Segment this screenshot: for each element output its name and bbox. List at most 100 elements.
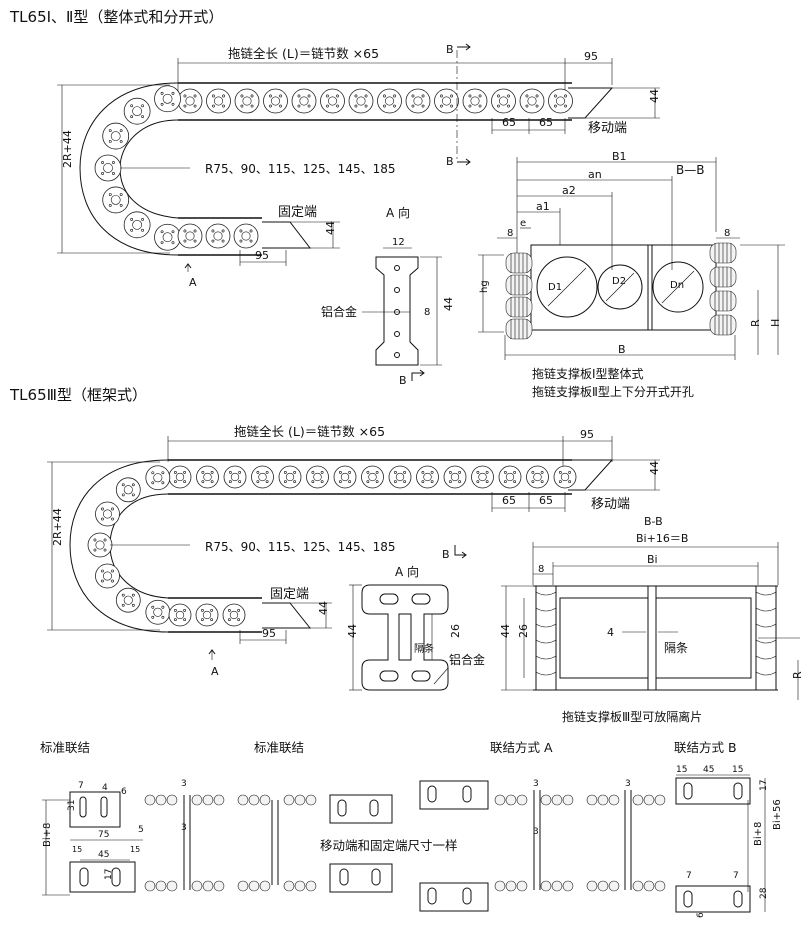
s2-a-view-frame (361, 584, 449, 691)
s1-a-view-bracket (375, 256, 419, 366)
s2-bb-bi16: Bi+16＝B (636, 532, 688, 545)
chain-link (145, 465, 171, 491)
chain-link (233, 223, 259, 249)
side-plate (535, 585, 557, 691)
link-bead (166, 880, 178, 892)
s2-dim-44-bottom: 44 (317, 601, 330, 615)
chain-link (95, 501, 120, 527)
link-bead (155, 880, 167, 892)
s1-bb-R: R (749, 319, 762, 327)
s1-bb-hole-d2 (597, 264, 643, 310)
std-connection-1: Bi+8 7 4 6 31 5 75 15 45 15 17 3 3 (42, 779, 191, 896)
d1-4: 4 (102, 783, 108, 793)
link-bead (505, 794, 517, 806)
chain-link (123, 211, 151, 239)
link-bead (586, 880, 598, 892)
chain-link (168, 603, 192, 627)
link-bead (237, 880, 249, 892)
d1-bi8: Bi+8 (42, 823, 53, 847)
chain-link (333, 465, 357, 489)
db-7a: 7 (686, 871, 692, 881)
chain-link (471, 465, 494, 489)
connection-a: 3 3 (419, 779, 541, 912)
s2-bb-R: R (791, 671, 804, 679)
s1-view-a-12: 12 (392, 237, 405, 248)
da-3b: 3 (533, 827, 539, 837)
link-bead (202, 880, 214, 892)
chain-link (491, 88, 516, 114)
s2-view-a-divider: 隔条 (414, 642, 434, 655)
chain-link (519, 88, 545, 114)
chain-link (405, 88, 431, 114)
link-bead (237, 794, 249, 806)
chain-link (361, 465, 384, 489)
chain-link (196, 465, 219, 489)
chain-link (154, 85, 181, 113)
link-bead (294, 794, 306, 806)
s1-bb-Dn: Dn (670, 280, 684, 291)
chain-link (416, 465, 439, 489)
s2-bb-26: 26 (517, 624, 530, 638)
chain-link (251, 465, 274, 489)
s1-bb-D2: D2 (612, 276, 626, 287)
db-bi56: Bi+56 (772, 799, 783, 830)
chain-link (205, 223, 231, 249)
link-bead (283, 794, 295, 806)
s3-title-std-1: 标准联结 (40, 740, 90, 755)
s1-view-a-title: A 向 (386, 205, 410, 220)
link-bead (586, 794, 598, 806)
link-bead (562, 880, 574, 892)
s1-dim-65-b: 65 (539, 116, 553, 129)
chain-link (443, 465, 467, 489)
s2-bb-window-left (559, 597, 649, 679)
d1-5: 5 (138, 825, 144, 835)
link-bead (213, 880, 225, 892)
chain-link (168, 465, 192, 489)
s2-dim-44-top: 44 (648, 461, 661, 475)
link-bead (597, 880, 609, 892)
link-bead (540, 794, 552, 806)
chain-link (462, 88, 488, 114)
chain-link (223, 465, 247, 489)
s1-bb-hole-dn (652, 261, 704, 313)
link-bead (597, 794, 609, 806)
chain-link (87, 532, 113, 558)
s1-chain-bottom-links (177, 223, 259, 249)
chain-link (348, 88, 374, 114)
s1-bb-8-right: 8 (724, 228, 730, 239)
link-bead (654, 794, 666, 806)
link-bead (608, 794, 620, 806)
s1-fixed-end: 固定端 (278, 205, 317, 220)
s1-bb-left-pins (505, 252, 533, 340)
link-bead (494, 880, 506, 892)
chain-link (102, 186, 130, 214)
link-bead (166, 794, 178, 806)
s2-radius-list: R75、90、115、125、145、185 (205, 540, 396, 554)
link-bead (305, 880, 317, 892)
s2-moving-end: 移动端 (591, 497, 630, 512)
s2-bb-bi: Bi (647, 553, 658, 566)
s2-2r44: 2R+44 (51, 508, 64, 546)
s1-view-a-B: B (399, 374, 407, 387)
d1-45: 45 (98, 850, 109, 860)
s1-bb-B1: B1 (612, 150, 627, 163)
chain-link (320, 88, 345, 114)
s2-view-a-44: 44 (346, 624, 359, 638)
s2-bb-8: 8 (538, 564, 544, 575)
s2-label-A: A (211, 665, 219, 678)
da-3a: 3 (533, 779, 539, 789)
d1-31: 31 (67, 800, 77, 811)
s1-chain-bend-links (94, 85, 181, 251)
link-bead (305, 794, 317, 806)
s1-radius-list: R75、90、115、125、145、185 (205, 162, 396, 176)
s3-title-a: 联结方式 A (490, 740, 553, 755)
s1-bb-an: an (588, 168, 602, 181)
s2-fixed-end: 固定端 (270, 587, 309, 602)
s2-chain-top-links (168, 465, 577, 489)
link-bead (516, 880, 528, 892)
s2-view-a-title: A 向 (395, 564, 419, 579)
link-bead (202, 794, 214, 806)
s1-view-a-8: 8 (424, 307, 430, 318)
s2-dim-95-top: 95 (580, 428, 594, 441)
